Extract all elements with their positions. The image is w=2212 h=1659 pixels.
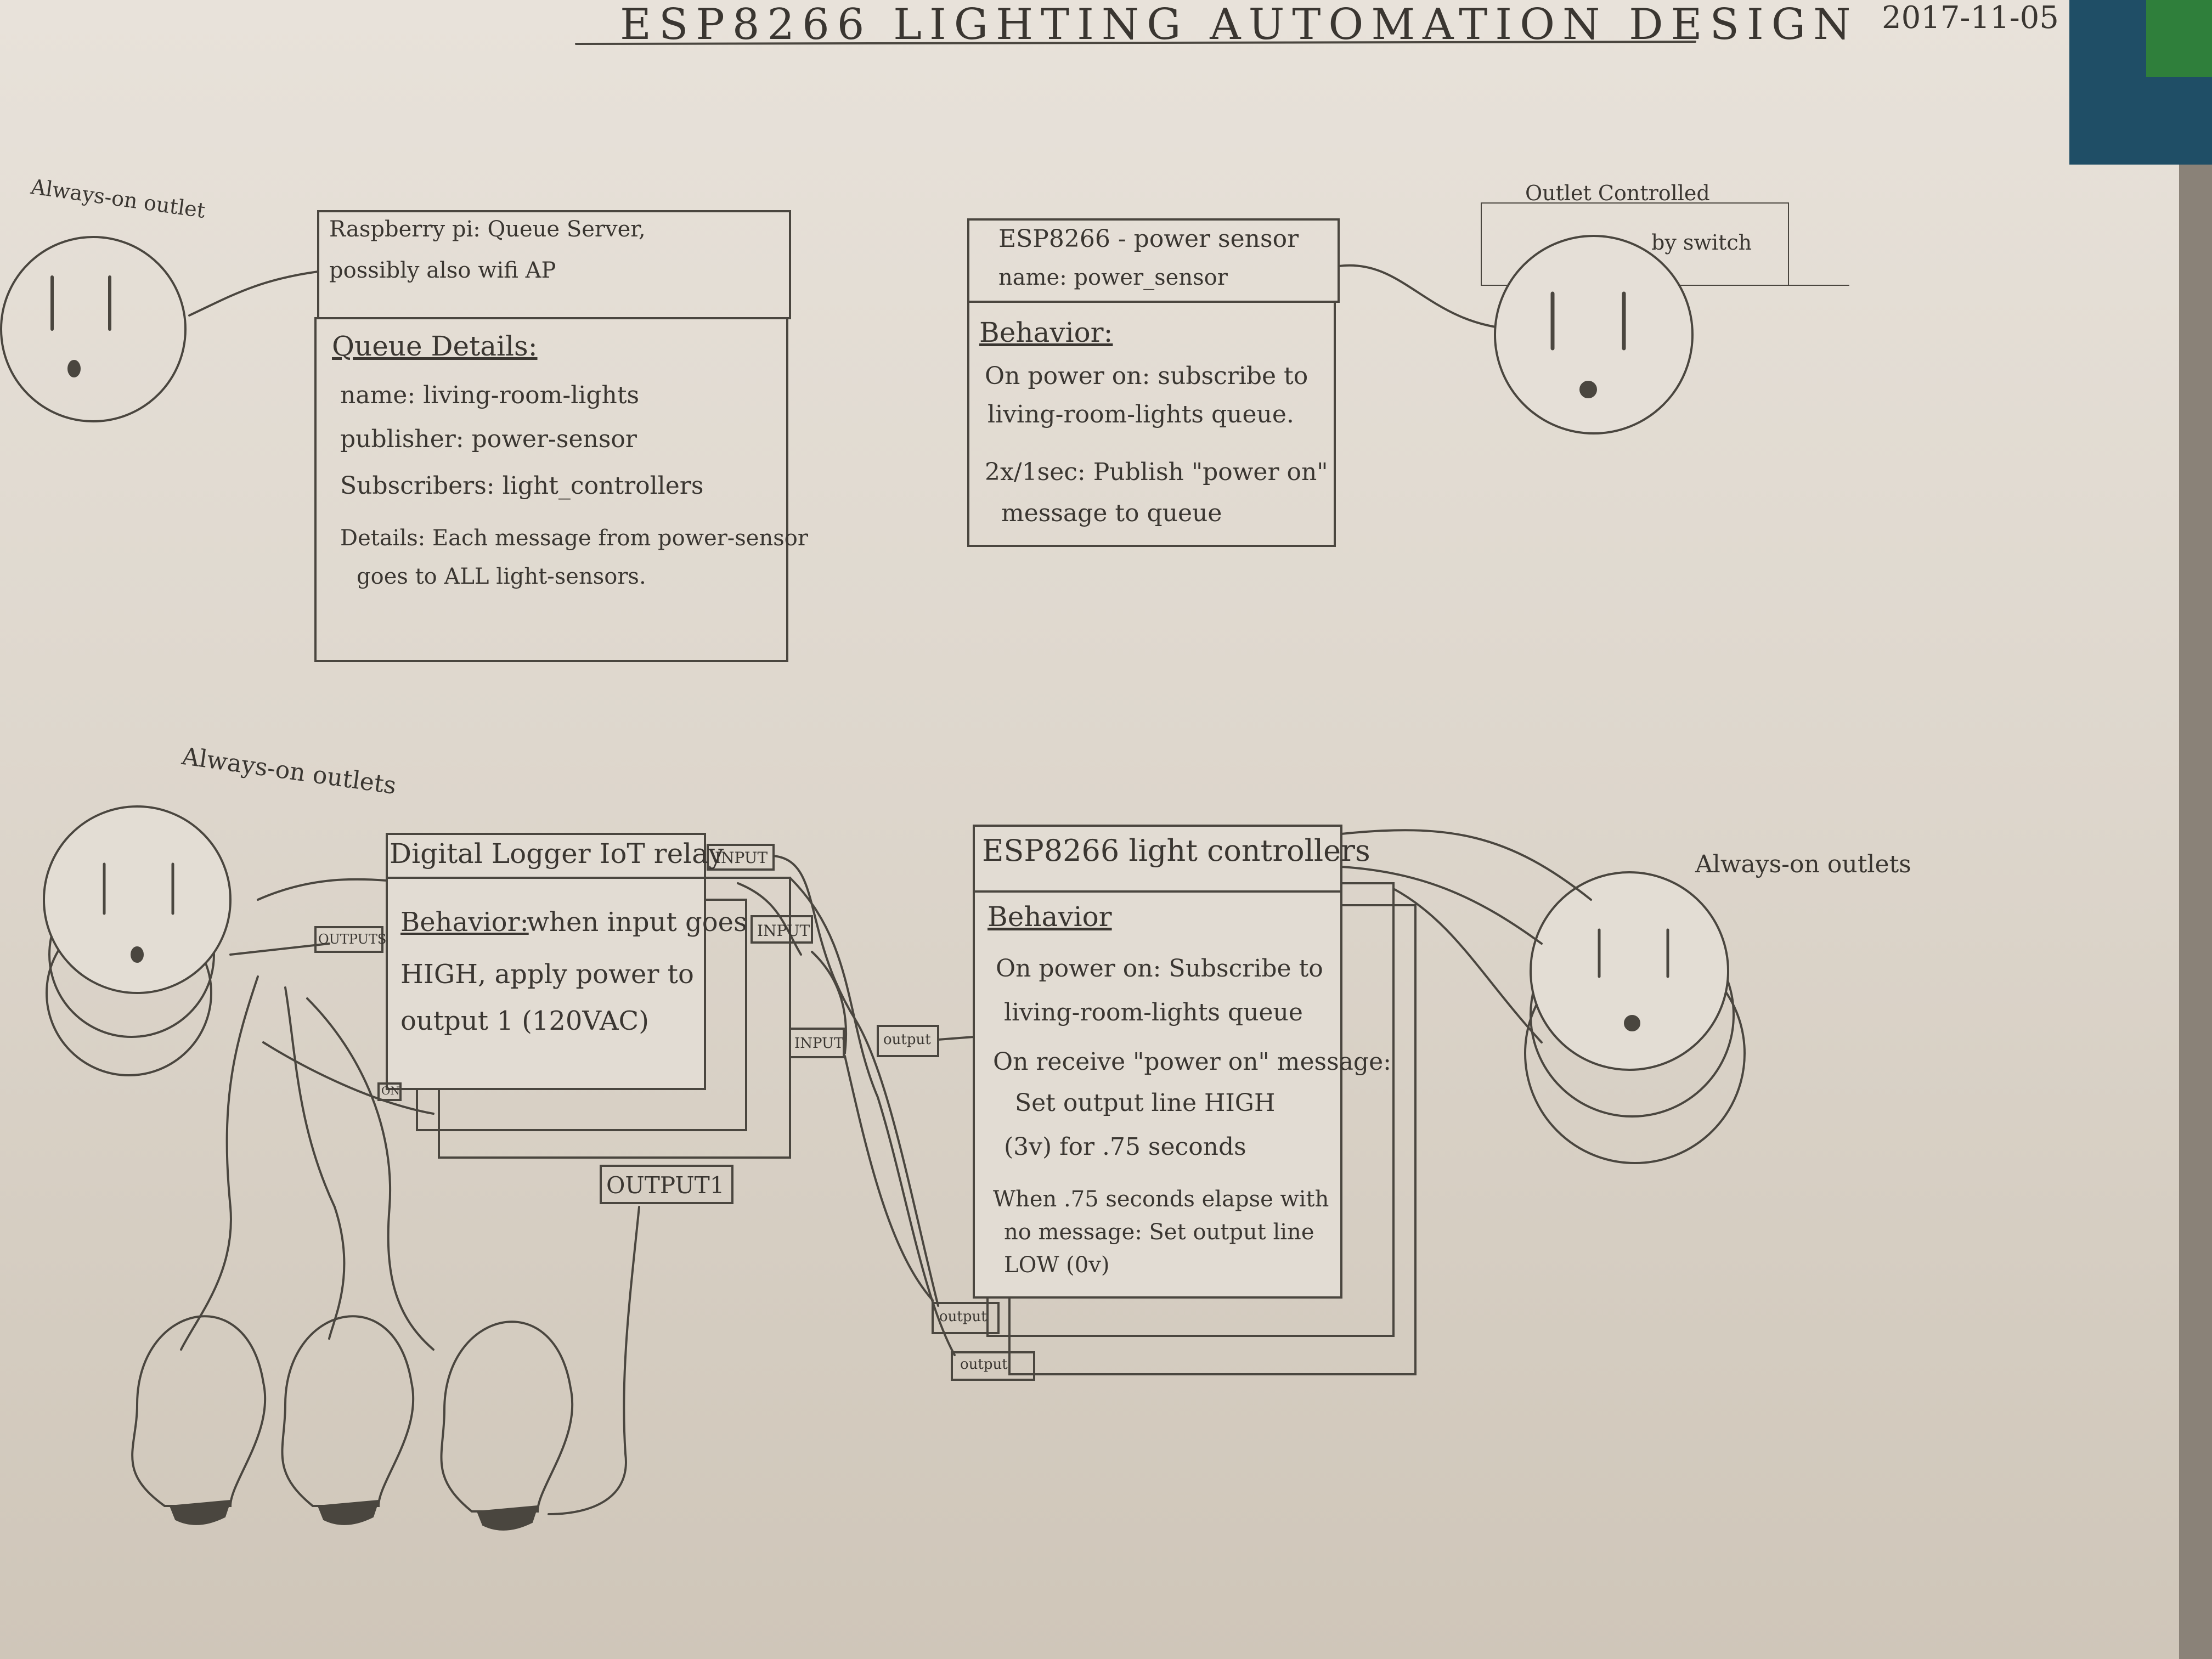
outlets-bottom-right-label: Always-on outlets — [1695, 850, 1911, 878]
wire-input-1 — [772, 855, 939, 1307]
light-bulb-2 — [281, 1315, 415, 1525]
sensor-line-2: living-room-lights queue. — [988, 400, 1294, 428]
controllers-line-6: When .75 seconds elapse with — [993, 1187, 1329, 1212]
sensor-line-3: 2x/1sec: Publish "power on" — [985, 458, 1328, 486]
power-sensor-box — [967, 218, 1340, 547]
controllers-tag-output-3: output — [960, 1356, 1008, 1373]
outlets-bottom-right — [1524, 871, 1746, 1164]
relay-section-title: Behavior: — [400, 907, 529, 938]
outlet-top-left — [0, 236, 187, 422]
outlet-top-right-label-1: Outlet Controlled — [1525, 181, 1710, 205]
raspberry-pi-box — [314, 210, 791, 662]
cord-relay — [262, 1041, 435, 1115]
controllers-line-7: no message: Set output line — [1004, 1220, 1314, 1245]
pi-header-1: Raspberry pi: Queue Server, — [329, 217, 646, 242]
page-title: ESP8266 LIGHTING AUTOMATION DESIGN — [620, 0, 1859, 49]
tag-box-outputs — [314, 926, 383, 953]
pi-line-5: goes to ALL light-sensors. — [357, 564, 646, 589]
relay-tag-input-1: INPUT — [715, 849, 768, 867]
relay-header: Digital Logger IoT relay — [390, 838, 724, 870]
relay-tag-outputs: OUTPUTS — [318, 932, 387, 947]
wire-controller-outlet-2 — [1340, 866, 1543, 945]
cord-2 — [284, 986, 346, 1340]
cord-output1 — [548, 1206, 640, 1515]
relay-tag-input-3: INPUT — [794, 1035, 844, 1052]
sensor-header-2: name: power_sensor — [998, 265, 1228, 290]
title-underline — [575, 41, 1696, 45]
tag-box-output1 — [600, 1165, 733, 1204]
wire-controller-outlet-1 — [1340, 829, 1592, 901]
relay-line-2: HIGH, apply power to — [400, 959, 694, 990]
tag-box-input-1 — [707, 844, 775, 871]
tag-box-controller-output-1 — [877, 1025, 939, 1057]
outlet-top-right — [1481, 202, 1849, 435]
outlet-top-right-label-2: by switch — [1651, 230, 1752, 255]
wire-input-2 — [789, 877, 956, 1356]
wire-relay-power — [257, 878, 388, 901]
light-bulb-1 — [131, 1315, 267, 1525]
cord-3 — [306, 997, 435, 1351]
relay-tag-on: ON — [381, 1084, 400, 1097]
controllers-line-3: On receive "power on" message: — [993, 1048, 1391, 1076]
wire-input-3b — [844, 1055, 934, 1301]
controllers-line-1: On power on: Subscribe to — [996, 955, 1323, 983]
pi-line-2: publisher: power-sensor — [340, 425, 637, 453]
controllers-line-4: Set output line HIGH — [1015, 1089, 1276, 1117]
background-corner-green — [2146, 0, 2212, 77]
controllers-tag-output-1: output — [883, 1031, 931, 1048]
tag-box-controller-output-3 — [951, 1351, 1035, 1381]
controllers-section-title: Behavior — [988, 901, 1112, 933]
relay-tag-output1: OUTPUT1 — [606, 1172, 725, 1199]
wire-sensor-outlet — [1338, 264, 1515, 330]
light-bulb-3 — [440, 1321, 574, 1531]
pi-line-3: Subscribers: light_controllers — [340, 472, 704, 500]
pi-header-2: possibly also wifi AP — [329, 258, 556, 283]
sensor-header-1: ESP8266 - power sensor — [998, 225, 1299, 253]
controllers-header: ESP8266 light controllers — [982, 833, 1370, 868]
pi-line-4: Details: Each message from power-sensor — [340, 526, 808, 551]
tag-box-input-3 — [789, 1028, 845, 1058]
wire-input-3 — [811, 951, 848, 1054]
relay-boxes — [386, 833, 791, 1159]
relay-tag-input-2: INPUT — [757, 922, 810, 940]
tag-box-controller-output-2 — [932, 1302, 1000, 1334]
relay-line-3: output 1 (120VAC) — [400, 1006, 649, 1036]
controllers-tag-output-2: output — [939, 1308, 987, 1325]
sensor-section-title: Behavior: — [979, 317, 1113, 348]
pi-line-1: name: living-room-lights — [340, 381, 640, 409]
light-controllers-boxes — [973, 825, 1417, 1375]
paper-edge-shadow — [2179, 165, 2212, 1659]
outlets-bottom-left — [43, 805, 232, 1076]
controllers-line-2: living-room-lights queue — [1004, 998, 1303, 1026]
wire-relay-b — [737, 882, 802, 956]
relay-line-1: when input goes — [527, 907, 747, 938]
controllers-line-8: LOW (0v) — [1004, 1252, 1110, 1278]
sensor-line-4: message to queue — [1001, 499, 1222, 527]
pi-section-title: Queue Details: — [332, 330, 538, 362]
sensor-line-1: On power on: subscribe to — [985, 362, 1308, 390]
tag-box-input-2 — [751, 915, 813, 944]
wire-outputs — [229, 943, 330, 956]
date-label: 2017-11-05 — [1882, 0, 2059, 36]
wire-pi-outlet — [188, 270, 319, 317]
tag-box-on — [377, 1082, 402, 1101]
cord-1 — [180, 975, 259, 1351]
wire-controller-outlet-3 — [1392, 888, 1543, 1043]
controllers-line-5: (3v) for .75 seconds — [1004, 1133, 1246, 1161]
